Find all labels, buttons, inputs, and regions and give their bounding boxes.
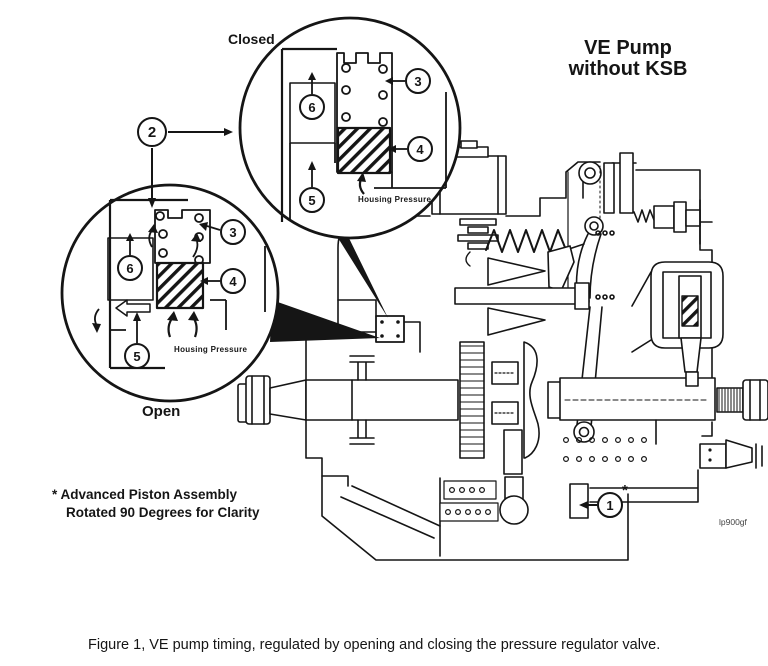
callout-2-arrows (148, 128, 233, 208)
callout-4-open: 4 (220, 268, 246, 294)
pressure-regulator-valve (375, 315, 405, 343)
left-flow-arrow-open (115, 299, 151, 317)
pump-cross-section (237, 140, 768, 561)
callout-3-open: 3 (220, 219, 246, 245)
ball-plug (499, 476, 529, 525)
figure-title-line2: without KSB (568, 58, 688, 80)
magnifier-pointer-wedge-left (270, 300, 380, 342)
callout-5-open: 5 (124, 343, 150, 369)
bottom-strut (340, 485, 441, 539)
footnote-line2: Rotated 90 Degrees for Clarity (66, 505, 260, 520)
spring-dots (562, 437, 647, 463)
detail-circle-closed (238, 16, 462, 240)
bearing-blocks (349, 355, 375, 445)
figure-title-line1: VE Pump (584, 37, 672, 59)
detail-label-closed: Closed (228, 31, 275, 47)
hatched-piston-open (155, 261, 205, 310)
lever-pivot-bracket (578, 152, 634, 233)
callout-5-closed: 5 (299, 187, 325, 213)
callout-4-closed: 4 (407, 136, 433, 162)
hatched-piston-closed (336, 126, 392, 175)
footnote-line1: * Advanced Piston Assembly (52, 487, 238, 502)
base-plates (439, 480, 499, 522)
callout-6-closed: 6 (299, 94, 325, 120)
housing-pressure-label-closed: Housing Pressure (358, 195, 432, 204)
flow-arrows-open (92, 224, 201, 333)
callout-2-detail-pointer: 2 (137, 117, 167, 147)
shutoff-solenoid (631, 261, 724, 387)
detail-circle-open (60, 183, 280, 403)
housing-pressure-arrow-closed (357, 172, 366, 195)
flyweight-assembly (454, 257, 590, 336)
housing-pressure-arrows-open (167, 311, 199, 338)
governor-spring (485, 229, 567, 253)
callout-3-closed: 3 (405, 68, 431, 94)
drive-shaft (237, 375, 459, 425)
callout-1-arrow (579, 501, 597, 509)
valve-washer-stack (457, 218, 499, 267)
callout-arrows-closed (308, 72, 407, 187)
callout-arrows-open (126, 222, 221, 343)
adjusting-screw (633, 199, 713, 245)
detail-label-open: Open (142, 403, 181, 420)
callout-1-asterisk: * (622, 482, 628, 499)
callout-6-open: 6 (117, 255, 143, 281)
figure-caption: Figure 1, VE pump timing, regulated by o… (88, 637, 661, 653)
doc-code: lp900gf (719, 517, 747, 527)
figure-title: VE Pump without KSB (545, 38, 711, 80)
housing-pressure-label-open: Housing Pressure (174, 345, 248, 354)
callout-1-regulator-valve: 1 (597, 492, 623, 518)
distributor-head (547, 377, 768, 421)
cam-and-rollers (459, 341, 540, 475)
